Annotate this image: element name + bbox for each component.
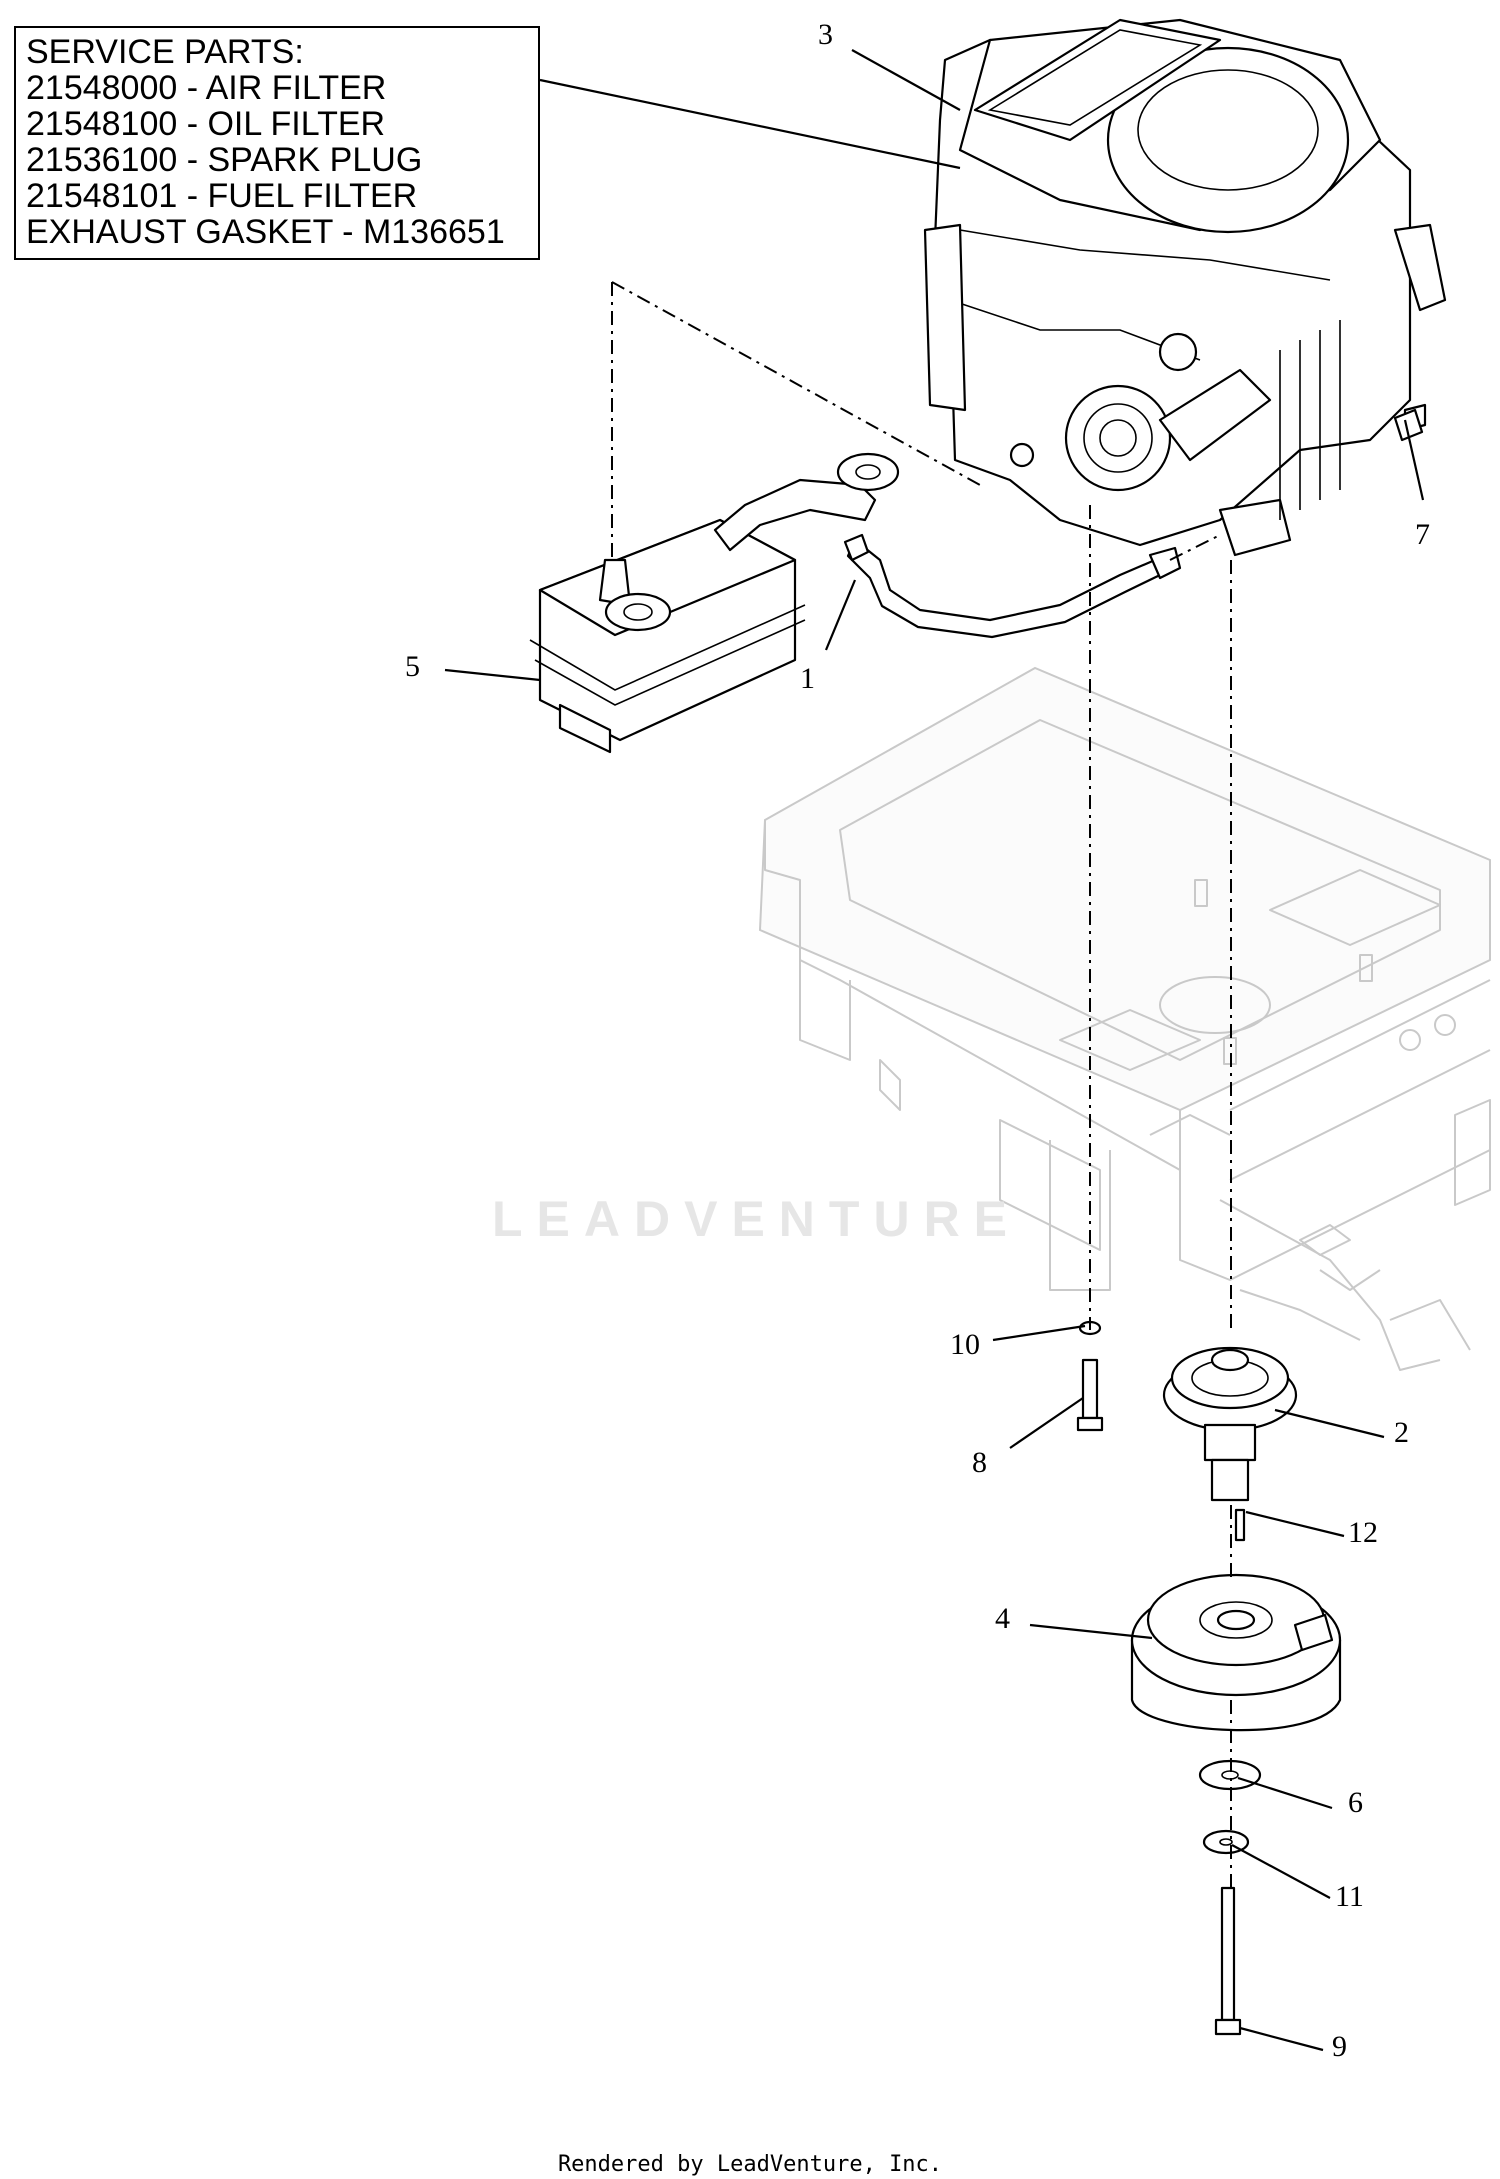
callout-2: 2 xyxy=(1394,1416,1409,1449)
service-part-oil-filter: 21548100 - OIL FILTER xyxy=(26,105,386,143)
callout-5: 5 xyxy=(405,650,420,683)
key-part-12 xyxy=(1234,1508,1246,1542)
service-part-fuel-filter: 21548101 - FUEL FILTER xyxy=(26,177,418,215)
callout-10: 10 xyxy=(950,1328,980,1361)
callout-4: 4 xyxy=(995,1602,1010,1635)
callout-6: 6 xyxy=(1348,1786,1363,1819)
service-parts-box: SERVICE PARTS: 21548000 - AIR FILTER 215… xyxy=(14,26,540,260)
service-part-air-filter: 21548000 - AIR FILTER xyxy=(26,69,387,107)
watermark-text: LEADVENTURE xyxy=(492,1191,1022,1247)
fuel-line-part-1 xyxy=(843,533,1182,639)
callout-7: 7 xyxy=(1415,518,1430,551)
engine-part-3 xyxy=(923,18,1447,557)
clutch-part-4 xyxy=(1130,1573,1342,1732)
bolt-part-9 xyxy=(1214,1886,1242,2036)
bolt-part-7 xyxy=(1393,408,1424,442)
service-parts-heading: SERVICE PARTS: xyxy=(26,33,304,71)
leader-lines xyxy=(444,49,1425,2052)
service-part-exhaust-gasket: EXHAUST GASKET - M136651 xyxy=(26,213,505,251)
pulley-part-2 xyxy=(1162,1346,1298,1502)
callout-1: 1 xyxy=(800,662,815,695)
callout-8: 8 xyxy=(972,1446,987,1479)
assembly-lines xyxy=(611,281,1232,1888)
callout-9: 9 xyxy=(1332,2030,1347,2063)
muffler-part-5 xyxy=(529,452,900,754)
bolt-part-8 xyxy=(1076,1358,1104,1432)
callout-3: 3 xyxy=(818,18,833,51)
footer-credit: Rendered by LeadVenture, Inc. xyxy=(557,2152,943,2177)
callout-12: 12 xyxy=(1348,1516,1378,1549)
frame-ghost xyxy=(758,666,1491,1371)
callout-11: 11 xyxy=(1335,1880,1364,1913)
service-part-spark-plug: 21536100 - SPARK PLUG xyxy=(26,141,423,179)
